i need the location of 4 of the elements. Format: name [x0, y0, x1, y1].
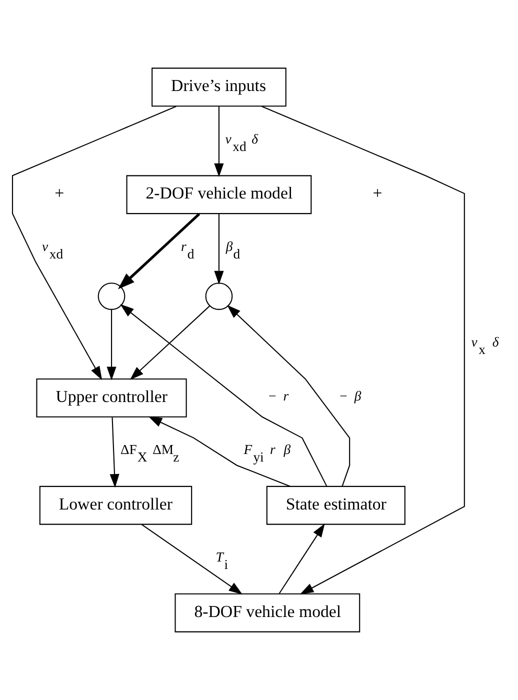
label: +: [372, 184, 382, 203]
edge-label: − r: [268, 388, 289, 404]
edge-label: − β: [340, 388, 362, 404]
label: +: [54, 184, 64, 203]
